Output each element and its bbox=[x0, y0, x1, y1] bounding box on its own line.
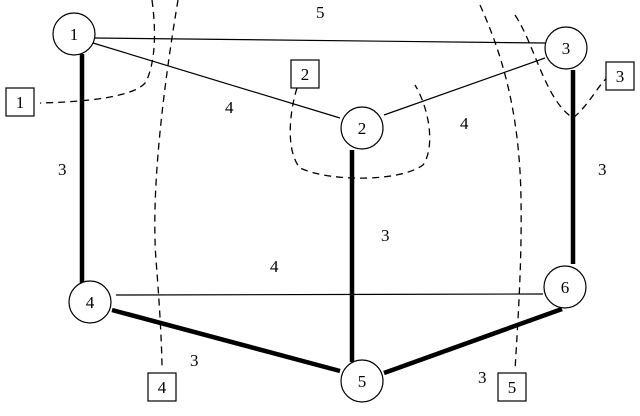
node-label-3: 3 bbox=[562, 39, 571, 58]
cut-curve-5 bbox=[479, 4, 522, 371]
cut-curve-4 bbox=[154, 0, 179, 371]
cut-label-box-3: 3 bbox=[605, 61, 635, 91]
edge-label-1-4: 3 bbox=[58, 160, 67, 179]
node-label-4: 4 bbox=[86, 293, 95, 312]
node-label-1: 1 bbox=[70, 25, 79, 44]
edge-label-5-6: 3 bbox=[478, 368, 487, 387]
node-label-2: 2 bbox=[358, 119, 367, 138]
node-label-6: 6 bbox=[561, 278, 570, 297]
edge-2-3 bbox=[383, 57, 546, 116]
edge-label-3-6: 3 bbox=[598, 160, 607, 179]
edge-4-6 bbox=[115, 293, 544, 296]
cut-label-2: 2 bbox=[301, 65, 310, 84]
cut-label-box-1: 1 bbox=[5, 87, 35, 117]
cut-label-box-5: 5 bbox=[497, 372, 527, 402]
edge-label-4-6: 4 bbox=[270, 257, 279, 276]
nodes: 1 2 3 4 5 6 bbox=[52, 12, 588, 403]
cut-curve-1 bbox=[39, 0, 156, 104]
edge-5-6 bbox=[383, 306, 563, 376]
edge-1-3 bbox=[94, 37, 546, 44]
edge-label-4-5: 3 bbox=[190, 351, 199, 370]
cut-label-4: 4 bbox=[158, 378, 167, 397]
node-1: 1 bbox=[52, 12, 96, 56]
node-label-5: 5 bbox=[358, 372, 367, 391]
node-5: 5 bbox=[340, 359, 384, 403]
edge-4-5 bbox=[111, 307, 341, 374]
node-4: 4 bbox=[68, 280, 112, 324]
node-3: 3 bbox=[544, 26, 588, 70]
edge-label-1-2: 4 bbox=[225, 98, 234, 117]
cut-label-box-4: 4 bbox=[147, 372, 177, 402]
cut-label-3: 3 bbox=[616, 67, 625, 86]
cut-curve-2 bbox=[289, 84, 431, 179]
edge-label-2-5: 3 bbox=[381, 226, 390, 245]
cut-label-5: 5 bbox=[508, 378, 517, 397]
edge-1-2 bbox=[92, 42, 341, 119]
cut-label-1: 1 bbox=[16, 93, 25, 112]
node-2: 2 bbox=[340, 106, 384, 150]
edge-label-1-3: 5 bbox=[316, 3, 325, 22]
edges bbox=[79, 37, 576, 376]
cut-label-box-2: 2 bbox=[290, 59, 320, 89]
cut-curves bbox=[39, 0, 609, 371]
cut-label-boxes: 1 2 3 4 5 bbox=[5, 59, 635, 402]
edge-labels: 5 4 4 3 3 3 4 3 3 bbox=[58, 3, 607, 387]
node-6: 6 bbox=[543, 265, 587, 309]
cut-curve-3 bbox=[514, 14, 609, 119]
edge-label-2-3: 4 bbox=[460, 114, 469, 133]
